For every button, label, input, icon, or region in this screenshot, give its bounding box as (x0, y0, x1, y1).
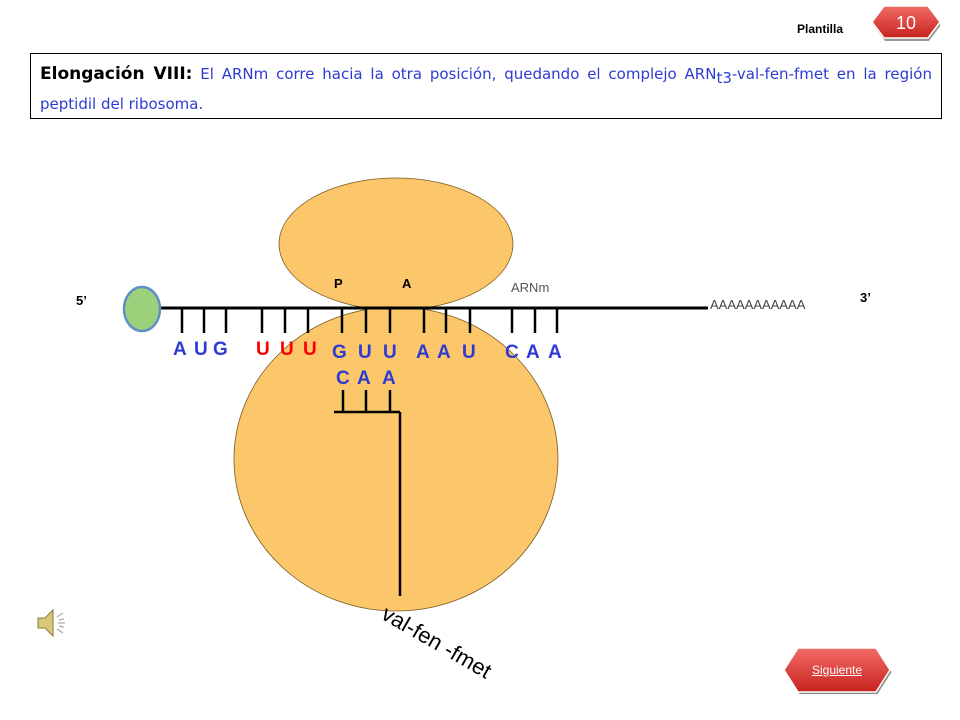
poly-a-tail: AAAAAAAAAAA (710, 297, 806, 312)
site-a-label: A (402, 276, 412, 291)
codon-2-base-1: U (256, 339, 270, 360)
peptide-chain-label: val-fen -fmet (378, 601, 496, 684)
codon-4-base-3: U (462, 342, 476, 363)
codon-3-base-1: G (332, 342, 347, 363)
next-button-label: Siguiente (811, 663, 863, 677)
title-body-part2: -val-fen-fmet en la región peptidil del … (40, 65, 932, 114)
anticodon-base-1: C (336, 368, 350, 389)
trna-structure (334, 390, 402, 596)
codon-5-base-3: A (548, 342, 562, 363)
codon-3-base-3: U (383, 342, 397, 363)
codon-1-base-3: G (213, 339, 228, 360)
plantilla-label: Plantilla (797, 22, 844, 36)
three-prime-label: 3’ (860, 290, 871, 305)
codon-2-base-3: U (303, 339, 317, 360)
five-prime-label: 5’ (76, 293, 87, 308)
next-button[interactable]: Siguiente (782, 644, 892, 696)
codon-5-base-1: C (505, 342, 519, 363)
anticodon-base-2: A (357, 368, 371, 389)
codon-2-base-2: U (280, 339, 294, 360)
codon-ticks (180, 308, 559, 333)
codon-letters: A U G U U U G U U A A U C A A (173, 339, 562, 363)
codon-4-base-2: A (437, 342, 451, 363)
ribosome-small-subunit (278, 177, 514, 311)
mrna-5-prime-cap (122, 285, 162, 333)
title-box: Elongación VIII: El ARNm corre hacia la … (30, 53, 942, 119)
codon-1-base-2: U (194, 339, 208, 360)
codon-3-base-2: U (358, 342, 372, 363)
speaker-icon[interactable] (35, 605, 71, 641)
codon-5-base-2: A (526, 342, 540, 363)
slide-number-badge: 10 (872, 6, 940, 42)
anticodon-base-3: A (382, 368, 396, 389)
trna-anticodon: C A A (336, 368, 396, 389)
codon-1-base-1: A (173, 339, 187, 360)
codon-4-base-1: A (416, 342, 430, 363)
title-body-subscript: t3 (716, 69, 732, 88)
title-heading: Elongación VIII: (40, 64, 193, 84)
mrna-label: ARNm (511, 280, 549, 295)
site-p-label: P (334, 276, 343, 291)
title-body-part1: El ARNm corre hacia la otra posición, qu… (192, 65, 717, 83)
slide-number: 10 (895, 13, 917, 33)
